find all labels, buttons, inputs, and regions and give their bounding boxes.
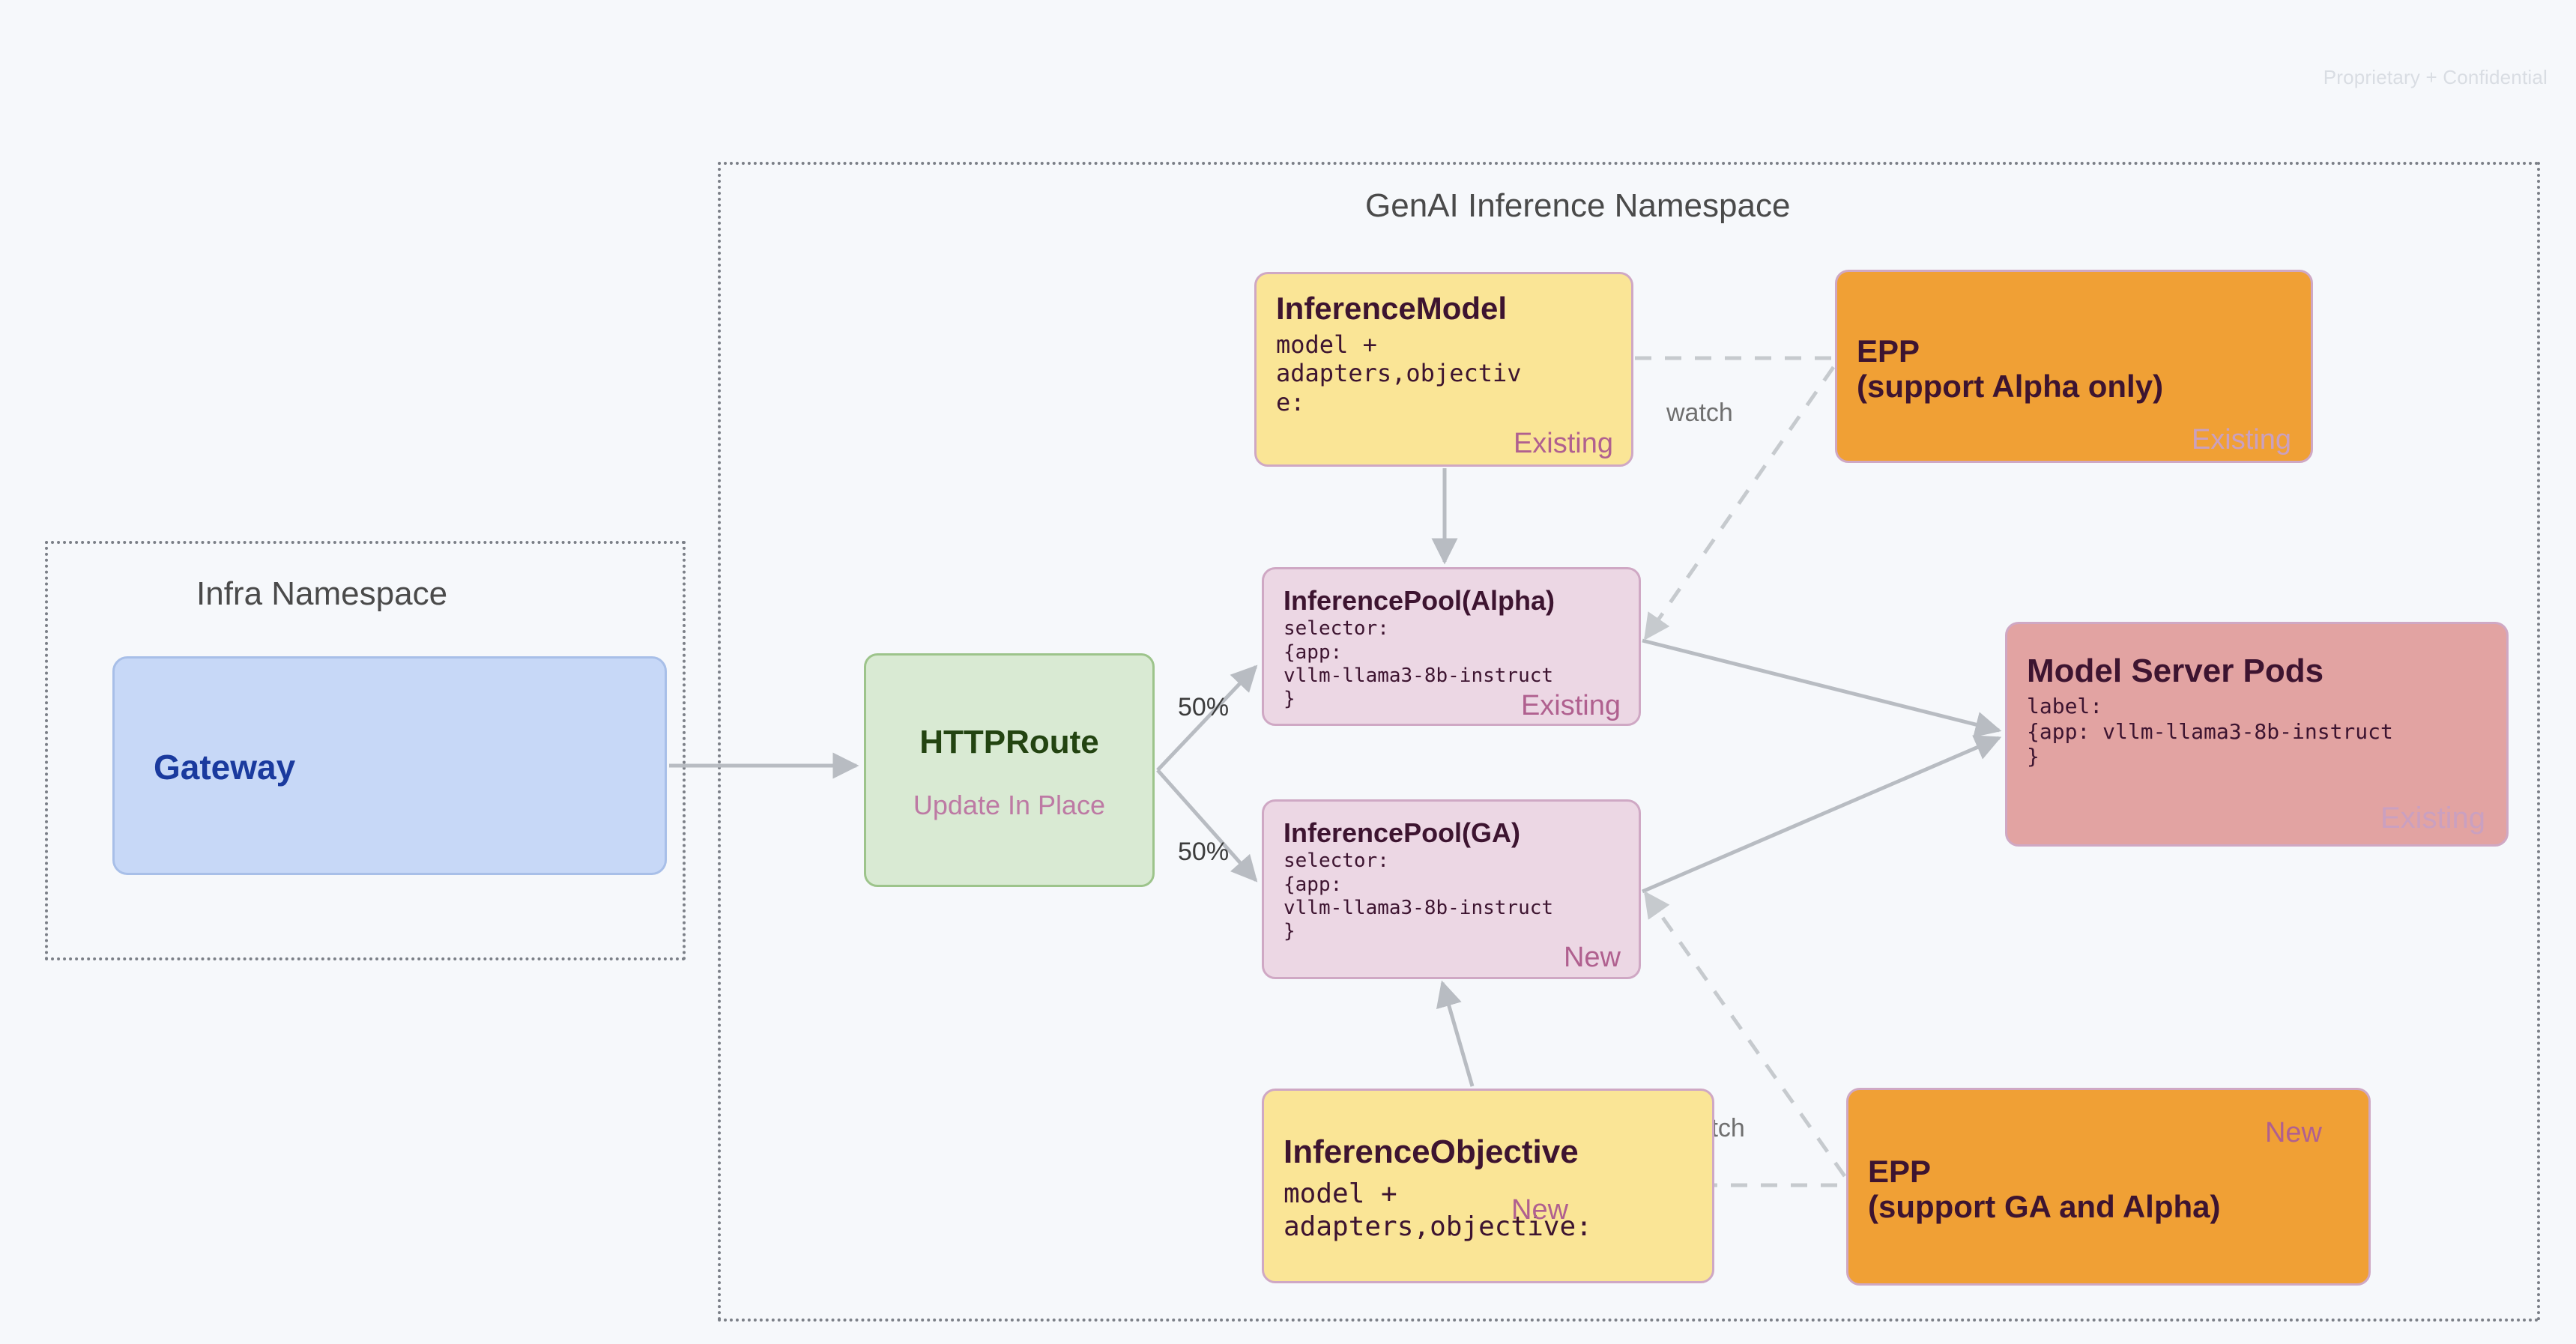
node-inference-pool-alpha[interactable]: InferencePool(Alpha) selector: {app: vll… [1262,567,1641,726]
node-epp-ga-title: EPP (support GA and Alpha) [1868,1153,2221,1224]
node-inference-objective-body: model + adapters,objective: [1284,1178,1592,1242]
status-badge-inference-pool-ga: New [1563,942,1621,973]
node-inference-pool-ga-title: InferencePool(GA) [1284,817,1521,848]
node-epp-ga[interactable]: EPP (support GA and Alpha) New [1846,1088,2371,1286]
node-inference-pool-ga-body: selector: {app: vllm-llama3-8b-instruct … [1284,850,1554,942]
edge-label-split-top: 50% [1178,693,1230,721]
infra-namespace-box [45,541,686,960]
node-httproute-title: HTTPRoute [919,724,1099,761]
status-badge-model-server-pods: Existing [2380,802,2485,835]
status-badge-inference-pool-alpha: Existing [1520,690,1621,721]
node-epp-alpha-title: EPP (support Alpha only) [1857,333,2164,404]
node-gateway-title: Gateway [154,748,296,787]
status-badge-inference-model: Existing [1513,428,1613,459]
status-badge-inference-objective: New [1511,1194,1569,1226]
node-model-server-pods-body: label: {app: vllm-llama3-8b-instruct } [2027,694,2393,769]
edge-label-split-bottom: 50% [1178,838,1230,866]
node-gateway[interactable]: Gateway [112,656,667,875]
status-badge-epp-ga: New [2264,1117,2322,1148]
genai-namespace-title: GenAI Inference Namespace [1365,187,1791,224]
edge-label-watch-top: watch [1666,399,1733,427]
node-inference-objective[interactable]: InferenceObjective model + adapters,obje… [1262,1089,1714,1283]
status-badge-epp-alpha: Existing [2191,424,2291,455]
infra-namespace-title: Infra Namespace [196,575,448,612]
node-inference-model[interactable]: InferenceModel model + adapters,objectiv… [1254,272,1633,467]
confidential-notice: Proprietary + Confidential [2323,66,2548,88]
node-inference-model-title: InferenceModel [1276,291,1508,326]
node-inference-pool-ga[interactable]: InferencePool(GA) selector: {app: vllm-l… [1262,799,1641,979]
node-httproute[interactable]: HTTPRoute Update In Place [864,653,1155,887]
node-inference-pool-alpha-title: InferencePool(Alpha) [1284,585,1555,616]
genai-namespace-box [718,162,2540,1322]
node-inference-model-body: model + adapters,objectiv e: [1276,330,1522,417]
node-model-server-pods[interactable]: Model Server Pods label: {app: vllm-llam… [2005,622,2509,847]
node-model-server-pods-title: Model Server Pods [2027,653,2324,689]
node-inference-objective-title: InferenceObjective [1284,1133,1579,1171]
node-epp-alpha[interactable]: EPP (support Alpha only) Existing [1835,270,2313,463]
node-httproute-subtitle: Update In Place [913,789,1106,820]
node-inference-pool-alpha-body: selector: {app: vllm-llama3-8b-instruct … [1284,617,1554,710]
